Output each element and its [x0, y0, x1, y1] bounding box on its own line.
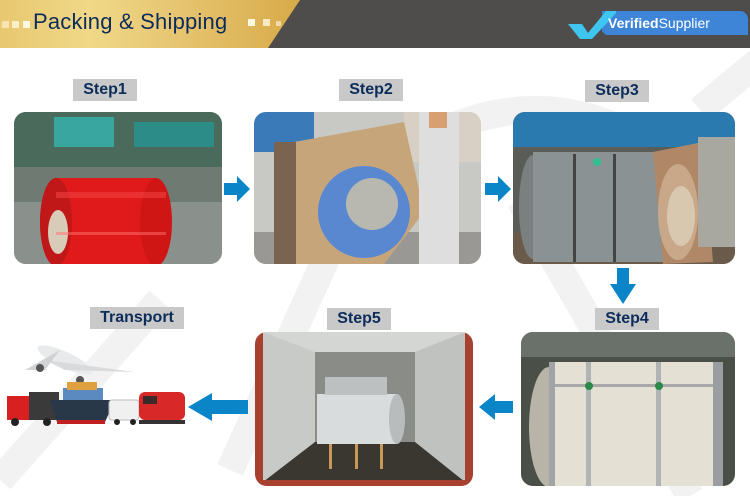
arrow-left-icon [479, 394, 513, 420]
arrow-right-icon [224, 176, 250, 202]
truck-icon [7, 392, 59, 426]
arrow-left-icon [188, 393, 248, 421]
train-icon [139, 392, 185, 424]
decor-square [276, 21, 281, 26]
transport-label: Transport [90, 307, 184, 329]
step3-label: Step3 [585, 80, 649, 102]
decor-square [248, 19, 255, 26]
badge-text: VerifiedSupplier [608, 15, 710, 31]
step2-photo [254, 112, 481, 264]
van-icon [108, 399, 140, 425]
decor-square [12, 21, 19, 28]
decor-square [2, 21, 9, 28]
title-banner: Packing & Shipping [0, 0, 300, 48]
step4-photo [521, 332, 735, 486]
header-bar: Packing & Shipping VerifiedSupplier [0, 0, 750, 48]
transport-photo [5, 330, 188, 432]
step5-label: Step5 [327, 308, 391, 330]
arrow-down-icon [610, 268, 636, 304]
step1-photo [14, 112, 222, 264]
ship-icon [50, 382, 115, 424]
step4-label: Step4 [595, 308, 659, 330]
step1-label: Step1 [73, 79, 137, 101]
checkmark-icon [568, 11, 616, 39]
airplane-icon [25, 345, 135, 384]
step2-label: Step2 [339, 79, 403, 101]
verified-supplier-badge: VerifiedSupplier [568, 11, 748, 39]
page-title: Packing & Shipping [33, 9, 228, 34]
badge-background [602, 11, 748, 35]
arrow-right-icon [485, 176, 511, 202]
step3-photo [513, 112, 735, 264]
decor-square [23, 21, 30, 28]
step5-photo [255, 332, 473, 486]
decor-square [263, 19, 270, 26]
